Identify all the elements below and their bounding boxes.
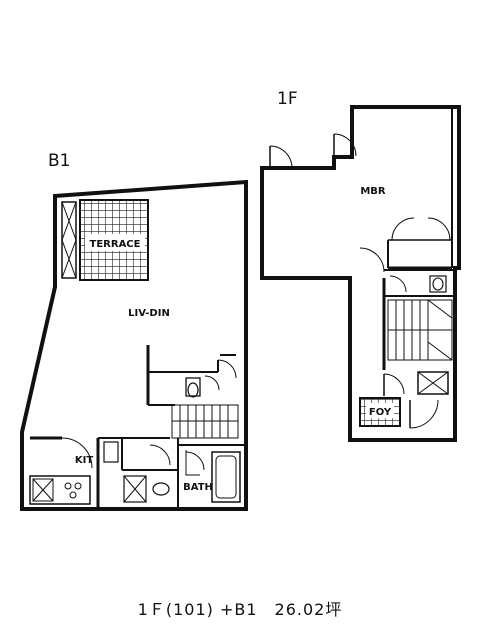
washbasin bbox=[152, 482, 170, 496]
room-label-terrace: TERRACE bbox=[90, 239, 141, 250]
bathtub bbox=[211, 451, 241, 503]
f1-outer-wall bbox=[260, 105, 461, 442]
room-label-foy: FOY bbox=[369, 407, 392, 418]
room-label-bath: BATH bbox=[183, 482, 213, 493]
kitchen-counter bbox=[29, 475, 91, 505]
stairs-b1 bbox=[171, 404, 239, 439]
floor-label-b1: B1 bbox=[48, 151, 70, 171]
f1-plan bbox=[260, 105, 461, 442]
stairs-f1 bbox=[387, 299, 453, 361]
plan-caption: 1Ｆ(101) +B1 26.02坪 bbox=[137, 600, 343, 619]
floor-label-1f: 1F bbox=[277, 89, 298, 109]
room-label-kit: KIT bbox=[75, 455, 93, 466]
room-label-mbr: MBR bbox=[360, 186, 386, 197]
fridge-space bbox=[103, 441, 119, 463]
washer-space bbox=[123, 475, 147, 503]
room-label-liv-din: LIV-DIN bbox=[128, 308, 170, 319]
terrace-storage bbox=[61, 201, 77, 279]
toilet-b1 bbox=[185, 375, 220, 398]
b1-plan bbox=[20, 179, 248, 511]
shoe-storage bbox=[417, 371, 449, 395]
toilet-f1 bbox=[389, 275, 447, 293]
